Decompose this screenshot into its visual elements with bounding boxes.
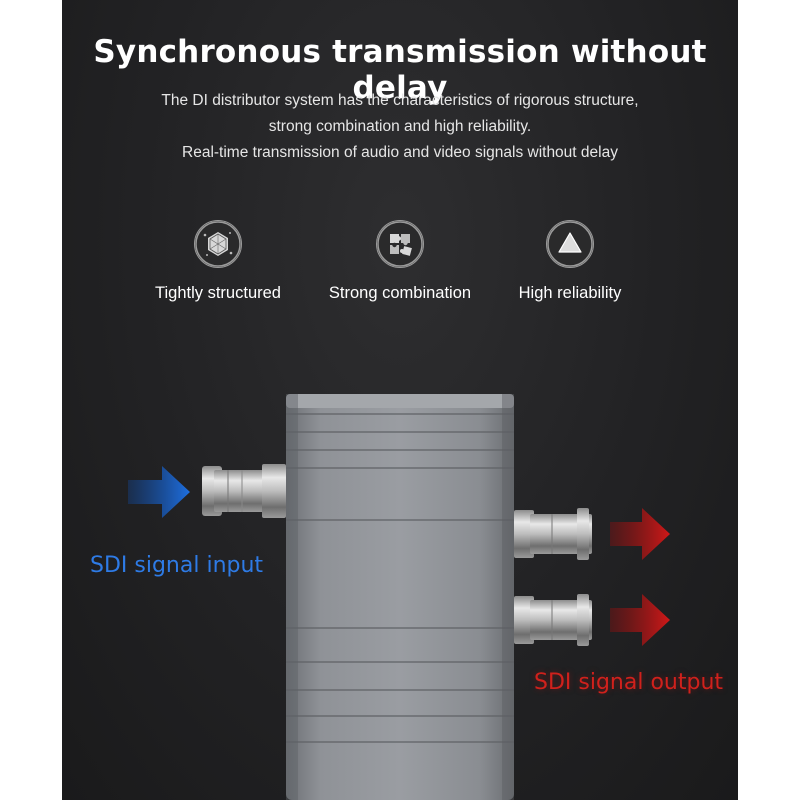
feature-label: High reliability [518, 284, 622, 302]
sdi-output-label: SDI signal output [534, 670, 724, 695]
feature-label: Tightly structured [155, 284, 281, 302]
sdi-distributor-illustration: SDI signal input SDI signal output [62, 370, 738, 800]
description-line-3: Real-time transmission of audio and vide… [182, 144, 618, 161]
triangle-icon [546, 220, 594, 268]
feature-label: Strong combination [328, 284, 472, 302]
output-arrow-icon-1 [610, 508, 670, 560]
product-banner: Synchronous transmission without delay T… [62, 0, 738, 800]
feature-tightly-structured: Tightly structured [118, 220, 318, 303]
output-bnc-connector-1 [514, 508, 592, 560]
puzzle-pieces-icon [376, 220, 424, 268]
feature-high-reliability: High reliability [470, 220, 670, 303]
input-bnc-connector [202, 464, 286, 518]
output-bnc-connector-2 [514, 594, 592, 646]
feature-strong-combination: Strong combination [300, 220, 500, 303]
distributor-device-image [128, 394, 670, 800]
banner-title: Synchronous transmission without delay [93, 34, 707, 106]
output-arrow-icon-2 [610, 594, 670, 646]
description-line-1: The DI distributor system has the charac… [161, 92, 639, 109]
description-line-2: strong combination and high reliability. [268, 118, 532, 135]
sdi-input-label: SDI signal input [90, 553, 264, 578]
hexagon-structure-icon [194, 220, 242, 268]
input-arrow-icon [128, 466, 190, 518]
